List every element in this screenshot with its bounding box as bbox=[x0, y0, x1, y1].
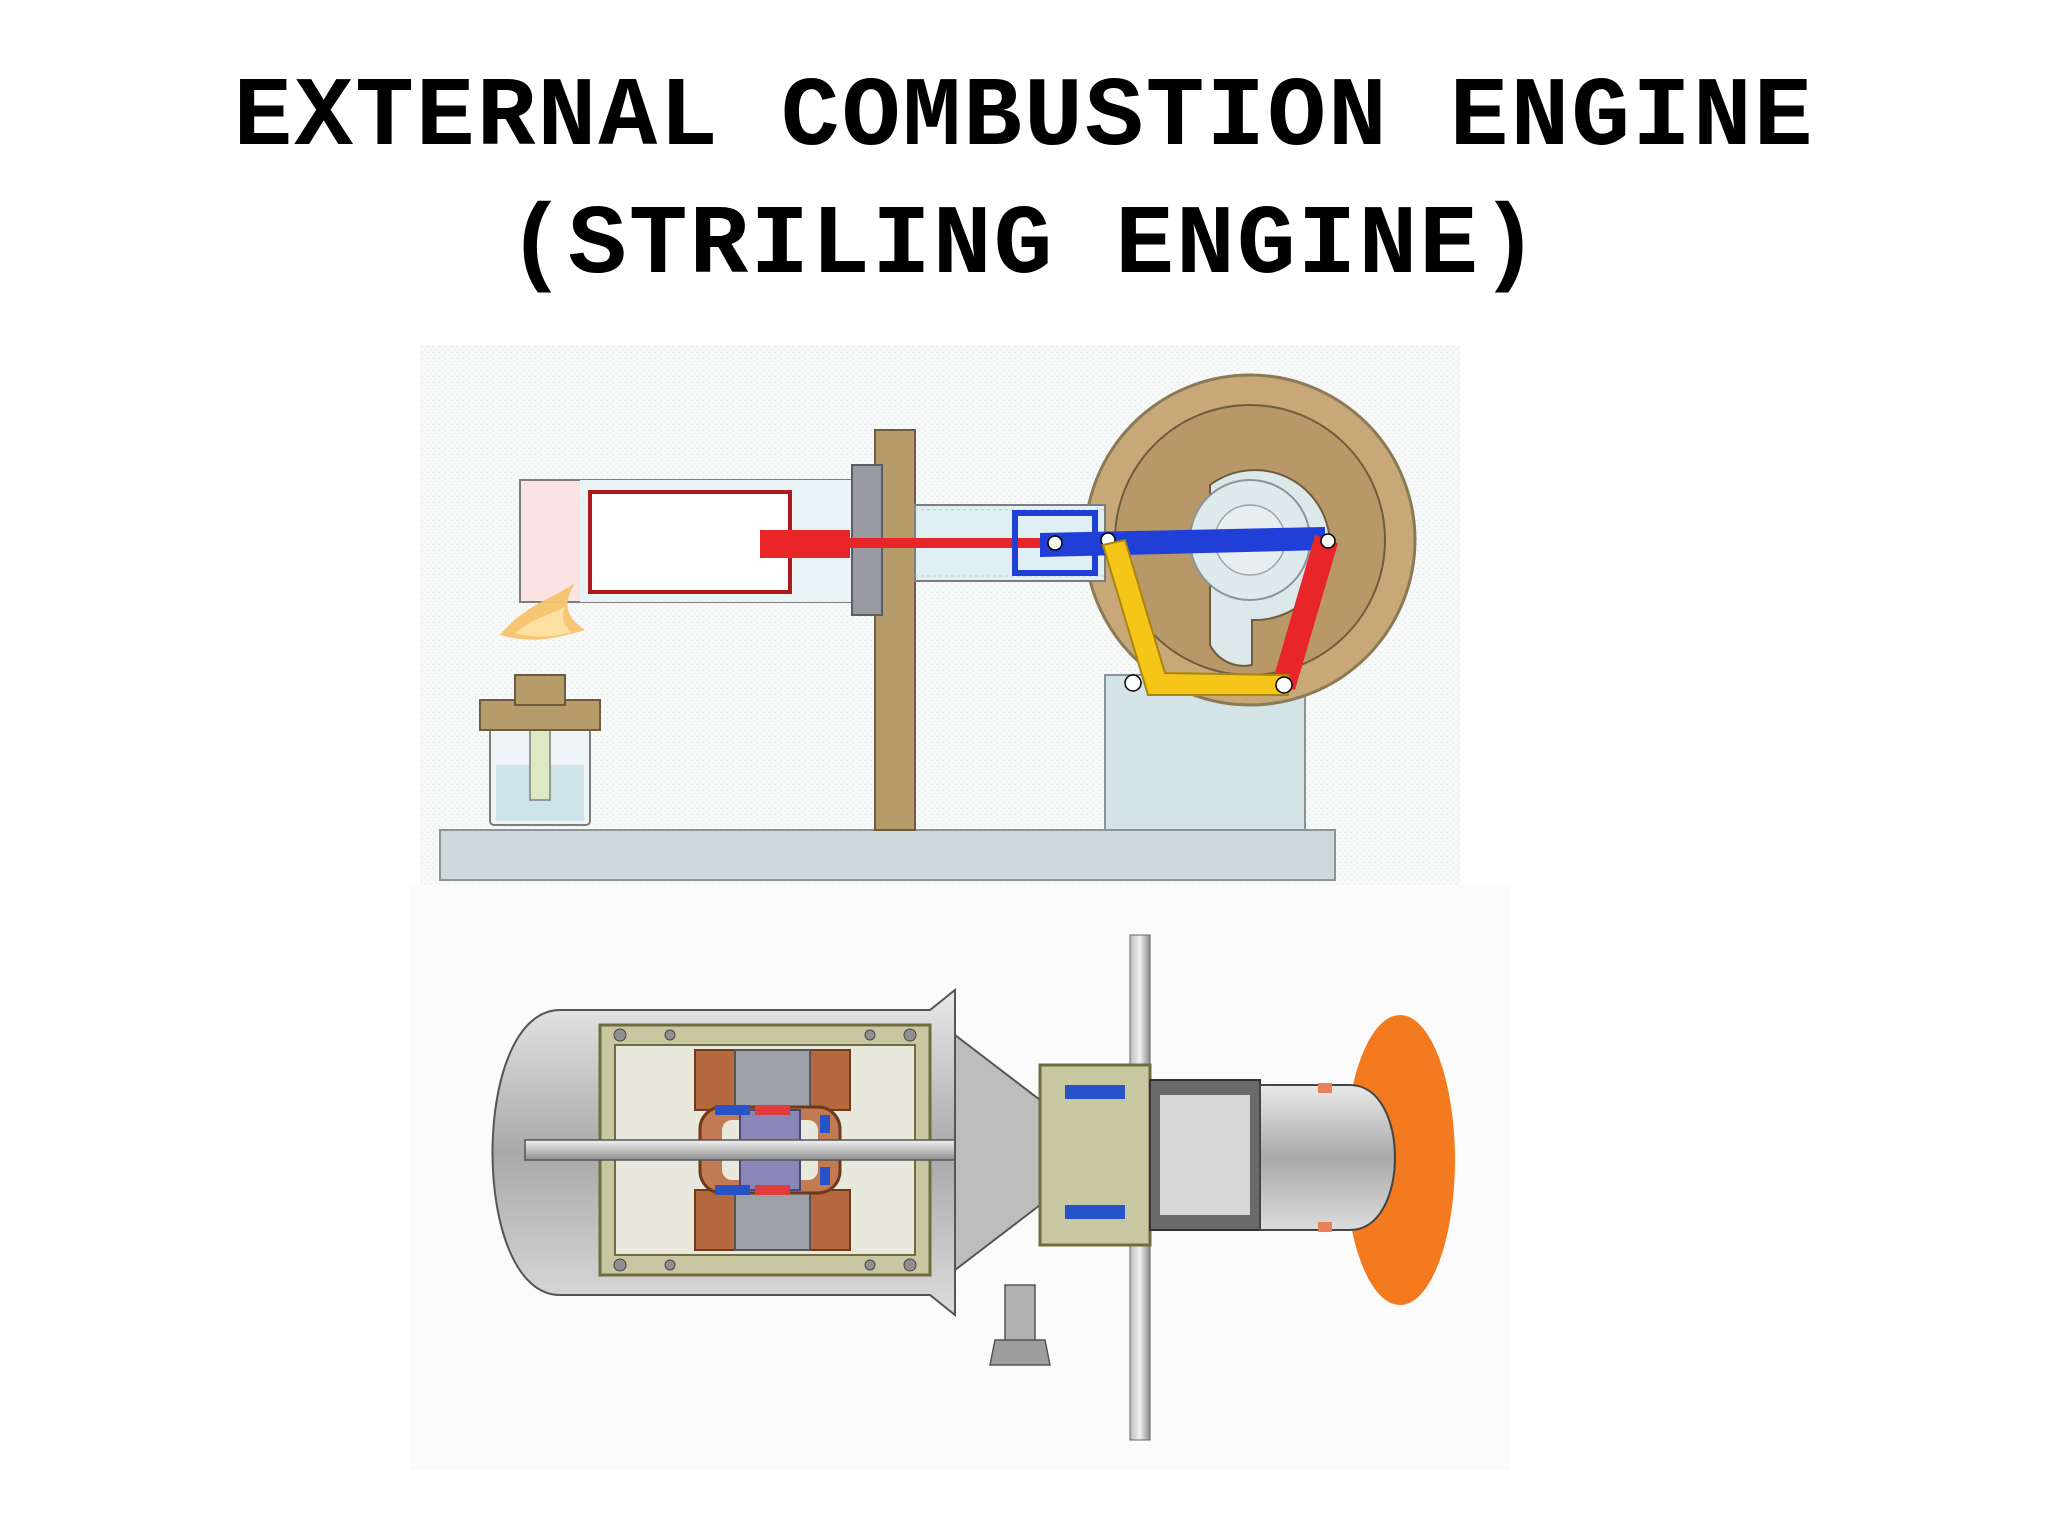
yellow-linkage bbox=[1101, 538, 1289, 696]
frame-bolts bbox=[613, 1028, 917, 1272]
stirling-engine-diagram bbox=[420, 345, 1460, 885]
heat-source-flame bbox=[1345, 1015, 1455, 1305]
crank-arm bbox=[1272, 535, 1338, 690]
mount-bolt bbox=[1004, 1284, 1036, 1346]
heater-head-dome bbox=[1259, 1084, 1396, 1231]
displacer-rod bbox=[790, 538, 1060, 548]
burner-lamp bbox=[479, 674, 601, 826]
base-plate bbox=[439, 829, 1336, 881]
stirling-engine-svg bbox=[420, 345, 1460, 885]
slide-title-line-1: EXTERNAL COMBUSTION ENGINE bbox=[233, 63, 1815, 174]
central-shaft bbox=[524, 1139, 986, 1161]
free-piston-stirling-cutaway bbox=[410, 885, 1510, 1470]
slide-title-line-2: (STRILING ENGINE) bbox=[507, 191, 1541, 302]
cutaway-svg bbox=[410, 885, 1510, 1470]
